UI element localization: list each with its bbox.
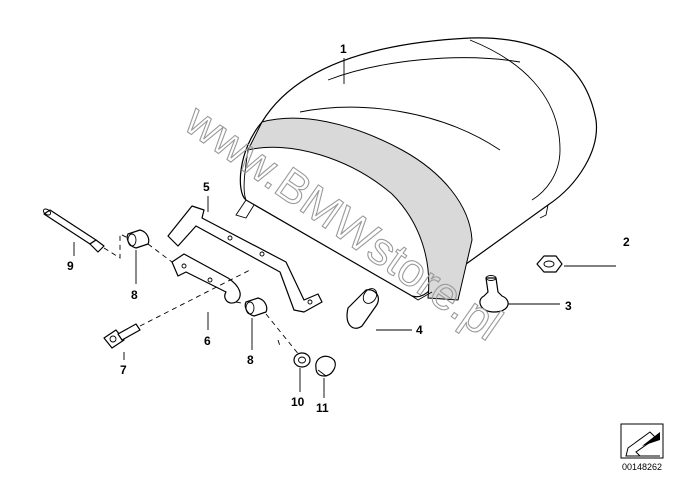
callout-8-lower: 8 bbox=[247, 353, 254, 367]
rubber-sleeve-part bbox=[346, 288, 379, 329]
callout-3: 3 bbox=[565, 299, 572, 313]
callout-4: 4 bbox=[416, 323, 423, 337]
clamp-part bbox=[171, 253, 241, 304]
rubber-buffer-part bbox=[479, 275, 509, 313]
screw-part bbox=[103, 323, 141, 349]
pin-part bbox=[42, 208, 105, 253]
callout-9: 9 bbox=[67, 259, 74, 273]
callout-8-upper: 8 bbox=[131, 288, 138, 302]
sleeve-part-lower bbox=[244, 297, 268, 317]
washer-part bbox=[293, 352, 311, 368]
bracket-part bbox=[167, 205, 323, 313]
assembly-lines bbox=[103, 233, 301, 357]
leader-lines bbox=[73, 58, 616, 398]
arrow-orientation-icon bbox=[625, 431, 660, 457]
callout-labels: 1 2 3 4 5 6 7 8 8 9 10 11 bbox=[67, 42, 630, 415]
hex-nut-part bbox=[536, 255, 563, 273]
reference-box: 00148262 bbox=[620, 423, 664, 472]
callout-6: 6 bbox=[204, 334, 211, 348]
callout-1: 1 bbox=[340, 42, 347, 56]
callout-7: 7 bbox=[120, 363, 127, 377]
reference-number: 00148262 bbox=[622, 462, 662, 472]
callout-5: 5 bbox=[203, 180, 210, 194]
cap-nut-part bbox=[315, 355, 336, 377]
sleeve-part-upper bbox=[126, 229, 150, 249]
callout-11: 11 bbox=[316, 401, 329, 415]
callout-2: 2 bbox=[623, 235, 630, 249]
callout-10: 10 bbox=[291, 395, 305, 409]
seat-part bbox=[235, 37, 598, 301]
